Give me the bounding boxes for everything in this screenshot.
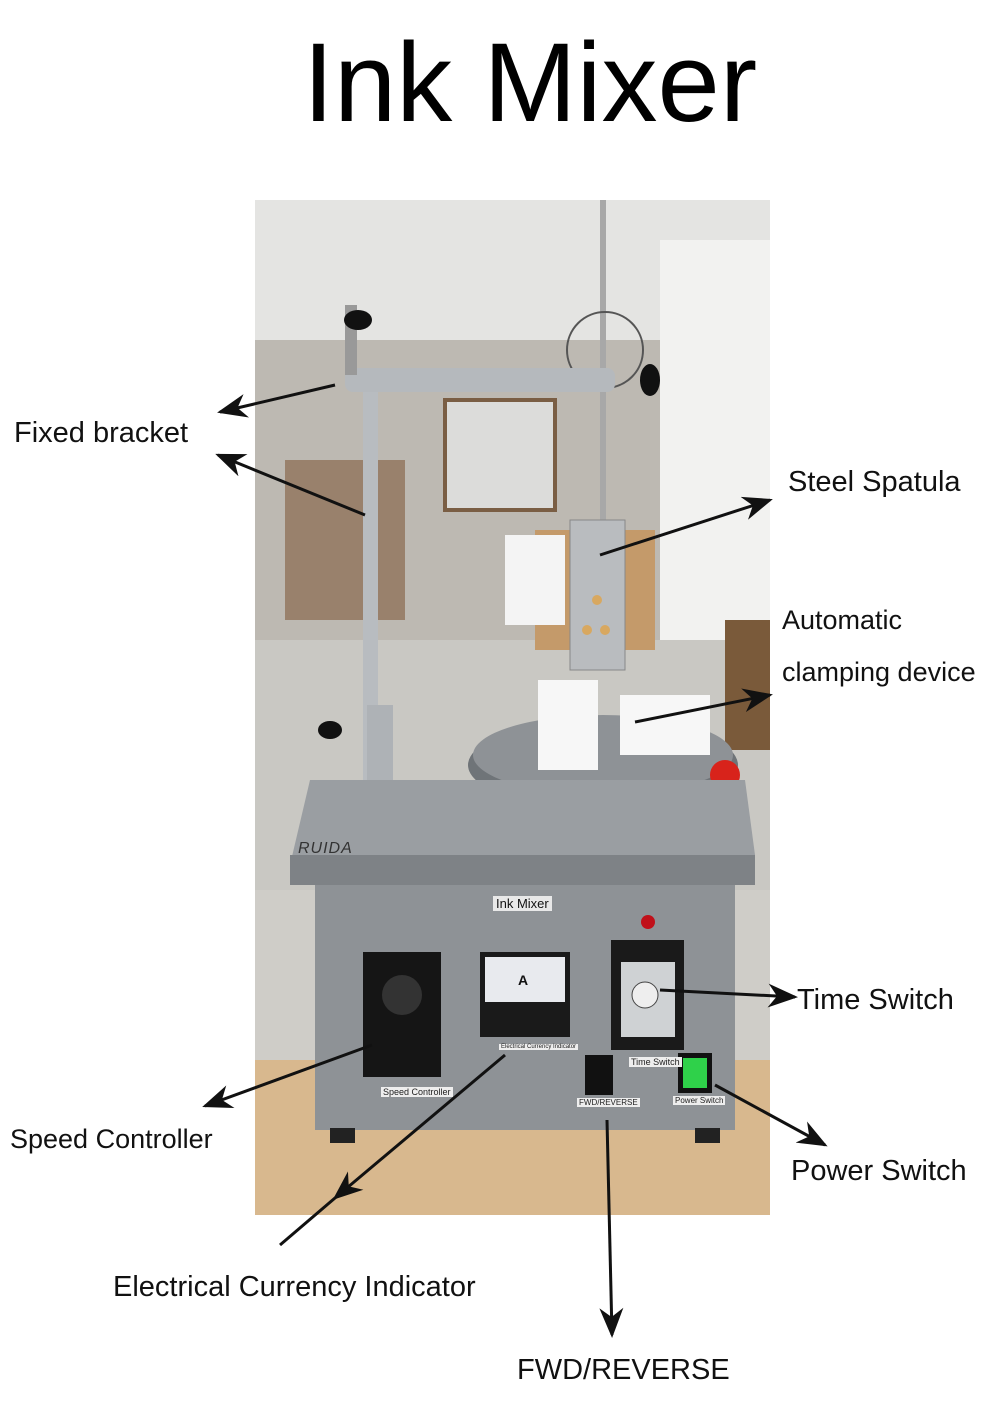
label-power-switch: Power Switch — [791, 1155, 967, 1187]
panel-name-plate: Ink Mixer — [493, 896, 552, 911]
plate-fwd-reverse: FWD/REVERSE — [577, 1098, 640, 1107]
arrow-fixed-bracket-1 — [217, 383, 336, 418]
arrow-current-indicator — [332, 1053, 506, 1200]
page-title: Ink Mixer — [302, 20, 758, 145]
plate-current-indicator: Electrical Currency Indicator — [499, 1044, 579, 1050]
label-speed-controller: Speed Controller — [10, 1124, 213, 1154]
label-steel-spatula: Steel Spatula — [788, 466, 961, 498]
arrow-fwd-reverse — [599, 1119, 624, 1338]
label-current-indicator: Electrical Currency Indicator — [113, 1271, 476, 1303]
plate-speed-controller: Speed Controller — [381, 1087, 453, 1097]
brand-marking: RUIDA — [298, 840, 353, 857]
plate-time-switch: Time Switch — [629, 1057, 682, 1067]
label-automatic: Automatic — [782, 605, 903, 635]
arrow-power-switch — [714, 1083, 828, 1147]
meter-unit: A — [518, 972, 529, 988]
label-fixed-bracket: Fixed bracket — [14, 417, 189, 449]
plate-power-switch: Power Switch — [673, 1096, 726, 1105]
label-time-switch: Time Switch — [797, 984, 954, 1016]
arrow-steel-spatula — [599, 496, 773, 557]
label-fwd-reverse: FWD/REVERSE — [517, 1354, 730, 1386]
arrow-fixed-bracket-2 — [215, 453, 366, 517]
machine-photo: RUIDA Ink Mixer Speed Controller Electri… — [255, 200, 770, 1215]
arrow-speed-controller — [202, 1043, 373, 1109]
arrow-clamping-device — [634, 688, 773, 724]
arrow-time-switch — [659, 983, 798, 1008]
label-clamping-device: clamping device — [782, 657, 976, 687]
